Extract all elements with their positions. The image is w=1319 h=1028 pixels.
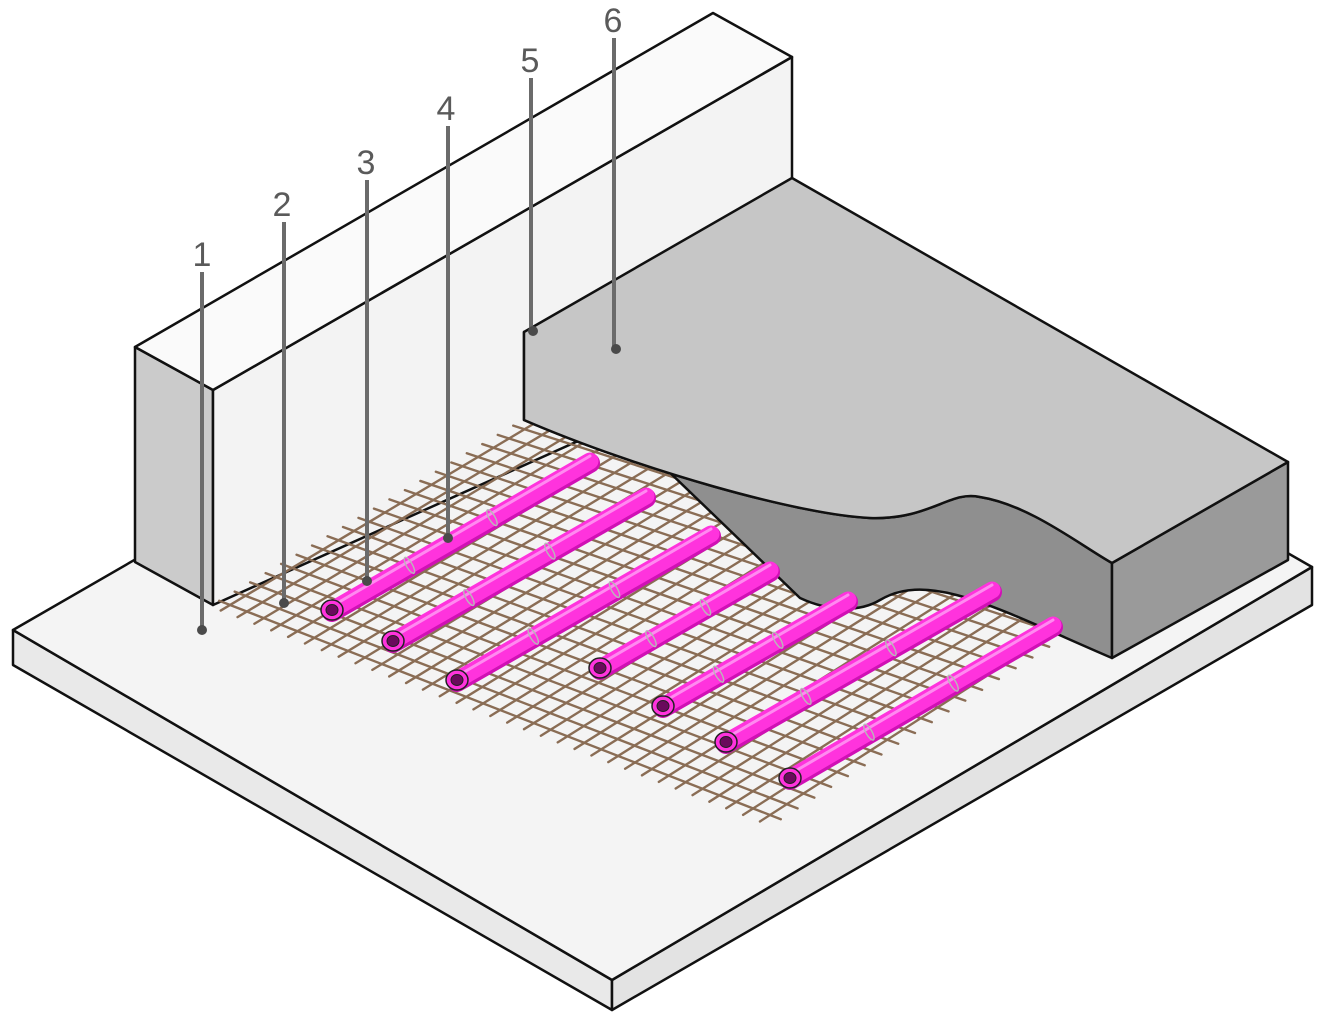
pipe-clip [527, 627, 540, 645]
pipe-clip [543, 542, 556, 560]
leader-dot-4 [443, 533, 453, 543]
leader-dot-3 [362, 576, 372, 586]
pipe-opening [656, 700, 670, 712]
pipe-clip [947, 674, 959, 692]
pipe-opening [386, 635, 400, 647]
heating-pipe [381, 487, 656, 653]
leader-dot-6 [611, 344, 621, 354]
pipe-clip [771, 631, 784, 649]
mesh-bar-transverse [279, 562, 850, 778]
pipe-clip [486, 508, 498, 527]
pipe-body [323, 452, 599, 619]
callouts: 1 2 3 4 5 6 [193, 2, 623, 635]
callout-label-2: 2 [273, 186, 292, 224]
mesh-bar-transverse [217, 599, 782, 821]
heating-pipes [320, 452, 1063, 790]
callout-label-4: 4 [437, 90, 456, 128]
mesh-bar-transverse [248, 581, 816, 799]
wall-top-face [133, 11, 794, 392]
pipe-clip [712, 665, 725, 683]
leader-dot-2 [279, 598, 289, 608]
callout-label-6: 6 [604, 2, 623, 40]
leader-dot-1 [197, 625, 207, 635]
heating-pipe [445, 525, 721, 692]
pipe-clip [608, 580, 621, 599]
screed-block [522, 176, 1290, 660]
heating-pipe [320, 452, 600, 622]
pipe-body [384, 487, 655, 650]
mesh-bar-transverse [264, 571, 833, 789]
pipe-highlight [393, 489, 648, 638]
leader-dot-5 [528, 326, 538, 336]
pipe-opening [325, 604, 339, 616]
pipe-highlight [726, 583, 994, 739]
callout-label-3: 3 [357, 144, 376, 182]
pipe-highlight [663, 593, 850, 703]
pipe-highlight [790, 618, 1055, 775]
pipe-body [448, 525, 720, 689]
pipe-highlight [332, 454, 592, 607]
mesh-bar-transverse [233, 590, 799, 810]
heating-pipe [588, 561, 780, 680]
pipe-body [717, 581, 1001, 751]
pipe-body [654, 591, 857, 715]
pipe-body [591, 561, 779, 677]
callout-label-5: 5 [521, 42, 540, 80]
heating-pipe [778, 616, 1063, 790]
pipe-highlight [457, 527, 713, 677]
heating-pipe [714, 581, 1002, 754]
pipe-clip [885, 639, 897, 657]
pipe-opening [593, 662, 607, 674]
pipe-clip [645, 629, 657, 648]
heating-pipe [651, 591, 858, 718]
pipe-highlight [600, 563, 772, 665]
pipe-clip [463, 588, 475, 607]
callout-label-1: 1 [193, 236, 212, 274]
pipe-body [781, 616, 1062, 787]
pipe-clip [863, 723, 875, 741]
screed-top-face [522, 176, 1290, 565]
pipe-clip [799, 687, 812, 706]
pipe-clip [699, 598, 712, 616]
pipe-opening [783, 772, 797, 784]
pipe-opening [719, 736, 733, 748]
pipe-clip [403, 556, 416, 574]
pipe-opening [450, 674, 464, 686]
